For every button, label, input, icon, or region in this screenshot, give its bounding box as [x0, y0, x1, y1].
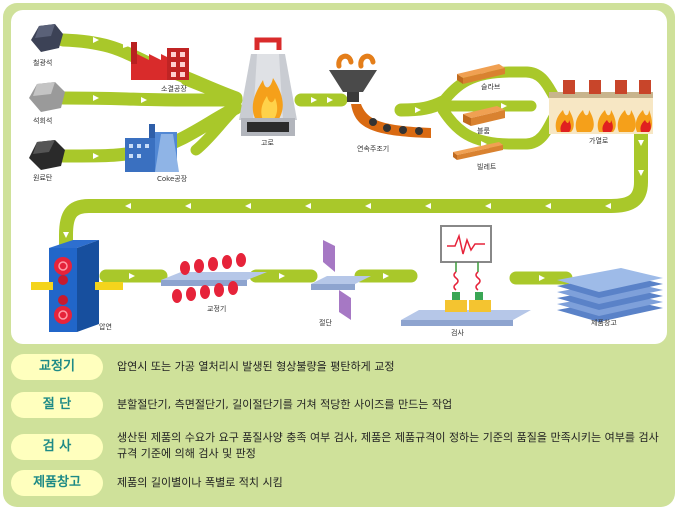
slab-icon — [457, 64, 505, 84]
reheating-furnace-icon — [549, 80, 653, 134]
legend-term: 절 단 — [11, 392, 103, 418]
steel-process-diagram: 철광석 석회석 원료탄 소결공장 Coke공장 고로 연속주조기 슬라브 블룸 … — [11, 10, 667, 344]
label-iron-ore: 철광석 — [33, 59, 53, 67]
cutter-icon — [311, 240, 371, 320]
legend-item-cutting: 절 단 분할절단기, 측면절단기, 길이절단기를 거쳐 적당한 사이즈를 만드는… — [11, 392, 667, 420]
legend-term: 제품창고 — [11, 470, 103, 496]
bloom-icon — [463, 106, 505, 126]
legend-item-inspection: 검 사 생산된 제품의 수요가 요구 품질사양 충족 여부 검사, 제품은 제품… — [11, 430, 667, 464]
label-coke-plant: Coke공장 — [157, 175, 188, 183]
billet-icon — [453, 142, 503, 160]
legend-desc: 압연시 또는 가공 열처리시 발생된 형상불량을 평탄하게 교정 — [117, 360, 395, 373]
limestone-icon — [29, 82, 65, 112]
label-bloom: 블룸 — [477, 127, 490, 135]
legend-item-warehouse: 제품창고 제품의 길이별이나 폭별로 적치 시킴 — [11, 470, 667, 498]
iron-ore-icon — [31, 24, 63, 52]
legend-term: 검 사 — [11, 434, 103, 460]
label-blast-furnace: 고로 — [261, 139, 274, 147]
label-reheating-furnace: 가열로 — [589, 137, 609, 145]
label-rolling: 압연 — [99, 323, 112, 331]
label-billet: 빌레트 — [477, 163, 497, 171]
coke-plant-icon — [125, 124, 179, 172]
coal-icon — [29, 140, 65, 170]
continuous-caster-icon — [329, 53, 431, 138]
rolling-mill-icon — [31, 240, 123, 332]
blast-furnace-icon — [239, 37, 297, 136]
label-straightener: 교정기 — [207, 305, 227, 313]
sinter-plant-icon — [131, 42, 189, 80]
label-coal: 원료탄 — [33, 174, 53, 182]
straightener-icon — [161, 253, 267, 303]
legend-item-straightener: 교정기 압연시 또는 가공 열처리시 발생된 형상불량을 평탄하게 교정 — [11, 354, 667, 382]
warehouse-stack-icon — [557, 268, 663, 322]
label-warehouse: 제품창고 — [591, 319, 617, 327]
legend-desc: 제품의 길이별이나 폭별로 적치 시킴 — [117, 476, 283, 489]
legend-desc: 생산된 제품의 수요가 요구 품질사양 충족 여부 검사, 제품은 제품규격이 … — [117, 431, 659, 460]
inspection-icon — [401, 225, 531, 326]
label-inspection: 검사 — [451, 329, 464, 337]
label-slab: 슬라브 — [481, 83, 501, 91]
label-limestone: 석회석 — [33, 117, 53, 125]
legend-desc: 분할절단기, 측면절단기, 길이절단기를 거쳐 적당한 사이즈를 만드는 작업 — [117, 398, 453, 411]
label-cutting: 절단 — [319, 319, 332, 327]
label-continuous-caster: 연속주조기 — [357, 145, 390, 153]
legend-term: 교정기 — [11, 354, 103, 380]
label-sinter-plant: 소결공장 — [161, 85, 187, 93]
process-flow-graphic — [29, 24, 663, 332]
